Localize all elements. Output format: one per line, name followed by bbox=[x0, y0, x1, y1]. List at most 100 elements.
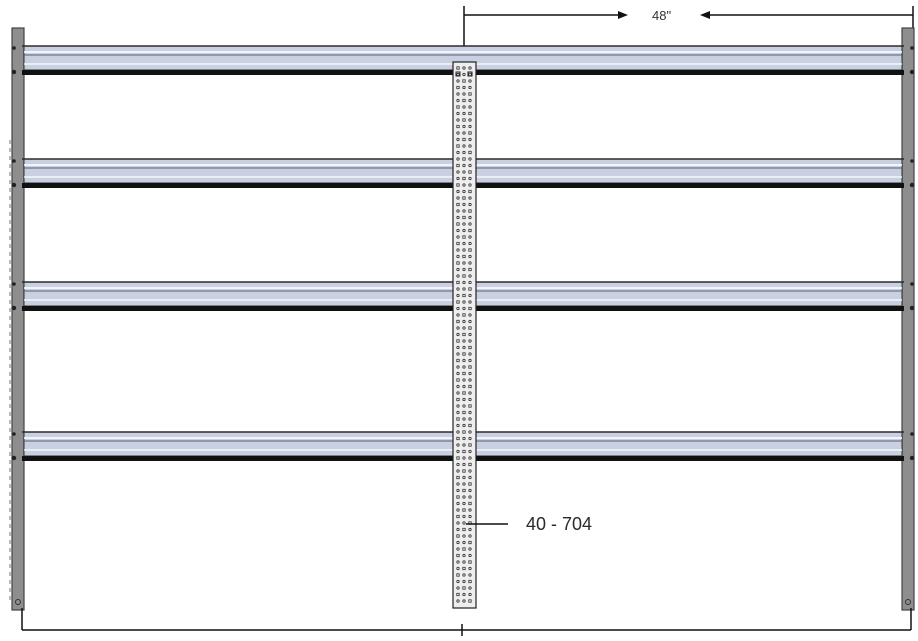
post-hole bbox=[462, 157, 466, 161]
post-hole bbox=[456, 66, 460, 70]
post-hole bbox=[468, 261, 472, 265]
post-hole bbox=[456, 326, 460, 330]
post-hole bbox=[468, 183, 472, 187]
post-hole bbox=[462, 352, 466, 356]
post-hole bbox=[468, 553, 472, 558]
post-hole bbox=[462, 92, 466, 96]
post-hole bbox=[456, 371, 460, 376]
post-hole bbox=[456, 98, 460, 103]
post-hole bbox=[462, 274, 466, 278]
post-hole bbox=[462, 495, 466, 499]
post-hole bbox=[462, 215, 466, 220]
post-hole bbox=[456, 280, 460, 285]
center-post-holes bbox=[455, 66, 473, 603]
post-hole bbox=[456, 228, 460, 233]
post-hole bbox=[462, 488, 466, 493]
post-hole bbox=[456, 267, 460, 272]
post-hole bbox=[462, 365, 466, 369]
post-hole bbox=[462, 423, 466, 428]
post-hole bbox=[468, 215, 472, 220]
post-hole bbox=[456, 410, 460, 415]
post-hole bbox=[456, 599, 460, 603]
post-hole bbox=[468, 404, 472, 408]
post-hole bbox=[456, 404, 460, 408]
post-hole bbox=[456, 553, 460, 558]
post-hole bbox=[456, 495, 460, 499]
post-hole bbox=[462, 118, 466, 122]
post-hole bbox=[456, 163, 460, 168]
post-hole bbox=[468, 280, 472, 285]
post-foot-hole bbox=[905, 599, 911, 605]
post-hole bbox=[468, 66, 472, 70]
post-hole bbox=[468, 137, 472, 142]
post-hole bbox=[462, 254, 466, 259]
post-hole bbox=[462, 404, 466, 408]
post-hole bbox=[468, 150, 472, 155]
post-hole bbox=[468, 456, 472, 460]
post-hole bbox=[456, 345, 460, 350]
post-hole bbox=[456, 241, 460, 246]
post-hole bbox=[468, 358, 472, 363]
post-hole bbox=[462, 209, 466, 213]
post-hole bbox=[468, 319, 472, 324]
post-hole bbox=[456, 209, 460, 213]
post-hole bbox=[462, 384, 466, 389]
post-hole bbox=[456, 215, 460, 220]
post-hole bbox=[456, 560, 460, 564]
post-hole bbox=[468, 501, 472, 506]
post-hole bbox=[456, 488, 460, 493]
post-hole bbox=[462, 540, 466, 545]
post-hole bbox=[468, 391, 472, 395]
post-hole bbox=[462, 79, 466, 83]
post-hole bbox=[462, 573, 466, 577]
post-hole bbox=[468, 163, 472, 168]
post-hole bbox=[468, 79, 472, 83]
post-hole bbox=[468, 534, 472, 538]
post-hole bbox=[456, 183, 460, 187]
post-hole bbox=[456, 482, 460, 486]
post-hole bbox=[462, 248, 466, 252]
post-hole bbox=[456, 579, 460, 584]
post-hole bbox=[468, 371, 472, 376]
post-hole bbox=[462, 105, 466, 109]
post-hole bbox=[456, 547, 460, 551]
post-hole bbox=[468, 527, 472, 532]
post-hole bbox=[456, 274, 460, 278]
post-hole bbox=[462, 261, 466, 265]
post-hole bbox=[456, 430, 460, 434]
post-hole bbox=[456, 196, 460, 200]
post-hole bbox=[468, 170, 472, 174]
post-hole bbox=[456, 384, 460, 389]
right-post bbox=[901, 27, 915, 611]
post-hole bbox=[462, 228, 466, 233]
post-hole bbox=[456, 358, 460, 363]
post-hole bbox=[462, 150, 466, 155]
post-hole bbox=[468, 222, 472, 226]
post-hole bbox=[468, 352, 472, 356]
post-hole bbox=[468, 196, 472, 200]
post-top-marker bbox=[455, 71, 461, 77]
bottom-dimension bbox=[21, 608, 912, 636]
post-hole bbox=[462, 417, 466, 421]
post-hole bbox=[462, 534, 466, 538]
post-hole bbox=[468, 573, 472, 577]
post-hole bbox=[462, 131, 466, 135]
post-hole bbox=[462, 144, 466, 148]
post-hole bbox=[456, 92, 460, 96]
post-hole bbox=[462, 475, 466, 480]
post-hole bbox=[456, 462, 460, 467]
post-hole bbox=[468, 92, 472, 96]
post-hole bbox=[468, 124, 472, 129]
post-hole bbox=[462, 98, 466, 103]
post-hole bbox=[456, 319, 460, 324]
post-hole bbox=[468, 566, 472, 571]
post-hole bbox=[456, 397, 460, 402]
post-hole bbox=[462, 553, 466, 558]
post-hole bbox=[462, 560, 466, 564]
post-hole bbox=[456, 105, 460, 109]
post-hole bbox=[456, 508, 460, 512]
arrow-left-icon bbox=[700, 11, 710, 19]
post-hole bbox=[468, 540, 472, 545]
post-hole bbox=[462, 443, 466, 447]
post-hole bbox=[468, 85, 472, 90]
